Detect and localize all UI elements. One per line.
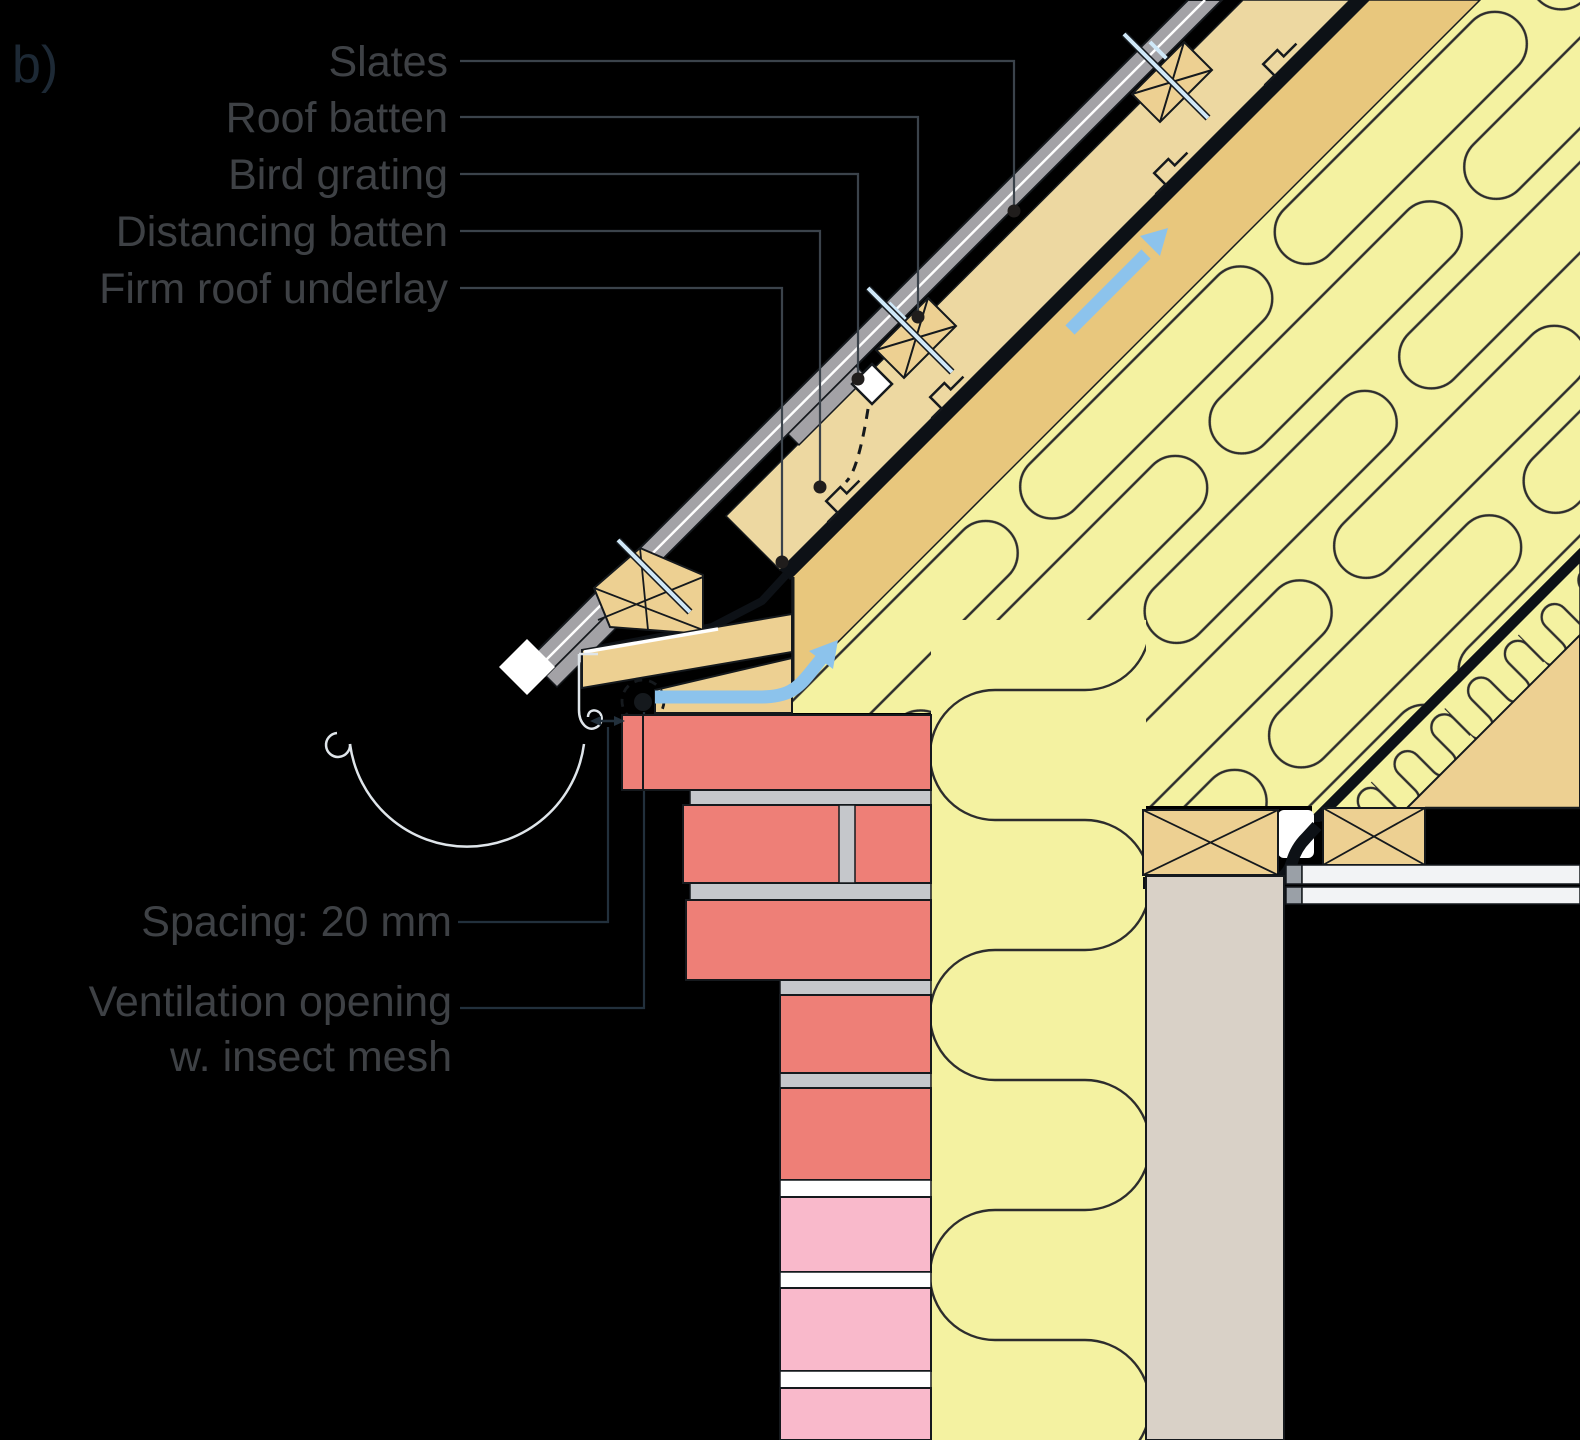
brick-course-pink — [779, 1287, 932, 1372]
eave-batten-nail-icon — [615, 537, 693, 615]
board-end-cap — [1285, 864, 1303, 885]
label-ventilation-1: Ventilation opening — [89, 978, 452, 1026]
leader-spacing — [458, 727, 610, 924]
airflow-arrow-icon — [655, 228, 1168, 704]
callout-dots — [775, 204, 1021, 569]
callout-leaders — [460, 59, 1016, 556]
label-firm-roof-underlay: Firm roof underlay — [99, 265, 448, 313]
board-end-cap — [1285, 886, 1303, 905]
brick-wall — [621, 714, 932, 1440]
white-joint — [779, 1179, 932, 1198]
label-slates: Slates — [328, 38, 448, 86]
mortar-bed — [779, 979, 932, 996]
eave-flashing-cap — [499, 639, 555, 695]
inner-wall-leaf — [1145, 875, 1285, 1440]
brick-course-pink — [779, 1196, 932, 1273]
ceiling-board-2 — [1301, 886, 1580, 905]
spacing-arrow-icon — [590, 716, 625, 726]
gutter-hook — [577, 709, 603, 730]
label-distancing-batten: Distancing batten — [116, 208, 448, 256]
brick-course — [779, 1087, 932, 1181]
roof-underlay-membrane — [780, 0, 1369, 580]
mortar-bed — [689, 882, 932, 901]
figure-label: b) — [12, 36, 58, 94]
brick-course — [621, 714, 932, 791]
gutter-bead — [324, 731, 352, 759]
brick-course — [682, 804, 932, 884]
white-joint — [779, 1271, 932, 1289]
perpend-joint — [838, 804, 856, 884]
mortar-bed — [779, 1072, 932, 1089]
label-roof-batten: Roof batten — [226, 94, 448, 142]
label-spacing: Spacing: 20 mm — [141, 898, 452, 946]
brick-course-pink — [779, 1387, 932, 1440]
bird-grating-mesh — [844, 408, 870, 484]
roof-insulation — [792, 0, 1580, 816]
drip-edge — [583, 627, 719, 654]
ceiling-board-1 — [1301, 864, 1580, 885]
board-joint-icons — [824, 42, 1298, 524]
brick-course — [779, 994, 932, 1074]
vapour-barrier — [1306, 548, 1580, 822]
label-bird-grating: Bird grating — [228, 151, 448, 199]
wall-insulation — [931, 620, 1146, 1440]
vent-opening-marker — [634, 693, 652, 711]
fascia-board — [577, 652, 598, 710]
label-ventilation-2: w. insect mesh — [169, 1033, 452, 1081]
mortar-bed — [689, 789, 932, 806]
batten-nail-icons — [865, 31, 1211, 375]
underlay-boarding — [724, 0, 1352, 572]
leader-ventilation — [460, 712, 646, 1010]
gutter — [324, 652, 603, 848]
gutter-bowl — [348, 743, 586, 848]
white-joint — [779, 1370, 932, 1389]
slate-nail-icon — [887, 40, 1170, 323]
brick-course — [685, 899, 932, 981]
